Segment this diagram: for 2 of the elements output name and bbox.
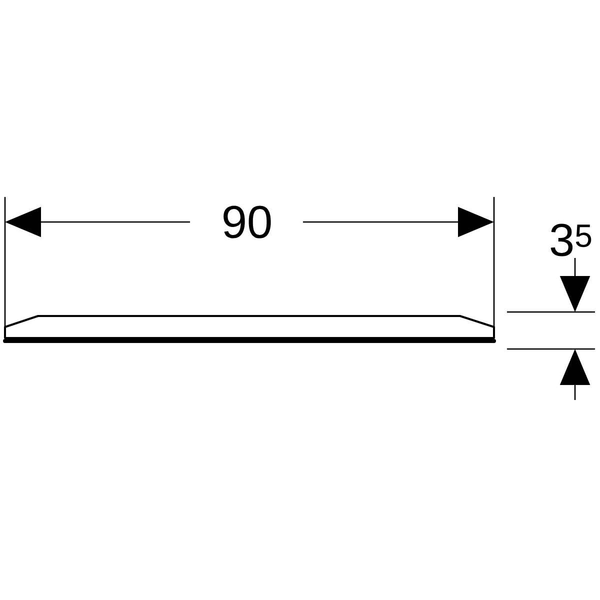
dimension-text: 90 — [224, 206, 271, 238]
dimension-text: 3$^{5}$ — [550, 224, 592, 256]
